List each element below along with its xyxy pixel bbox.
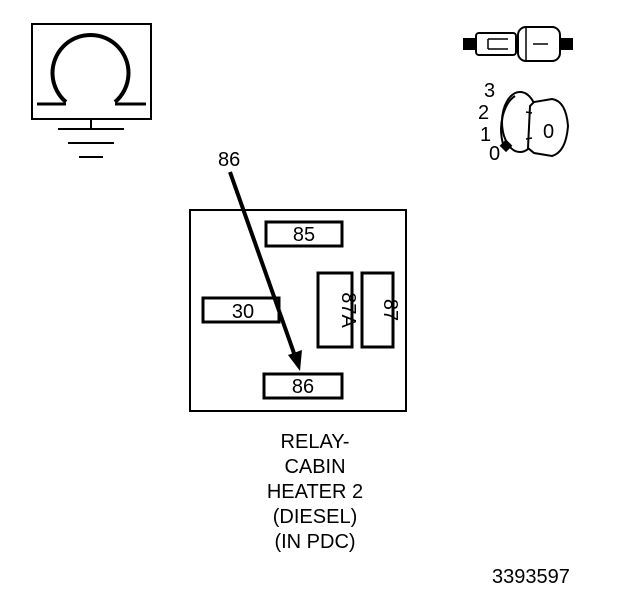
pin-87: 87 <box>360 271 401 349</box>
caption-line-4: (DIESEL) <box>272 506 358 528</box>
caption-line-5: (IN PDC) <box>274 531 356 553</box>
arrow-icon <box>228 171 302 371</box>
ignition-position-0: 0 <box>489 143 500 165</box>
pin-30: 30 <box>201 296 281 324</box>
ignition-position-1: 1 <box>480 124 491 146</box>
pin-86: 86 <box>262 372 344 400</box>
caption-line-3: HEATER 2 <box>266 481 364 503</box>
pin-85-label: 85 <box>293 224 315 246</box>
ground-ohm-symbol-icon <box>31 23 152 158</box>
caption-line-2: CABIN <box>284 456 346 478</box>
pin-87-label: 87 <box>379 299 401 321</box>
pin-87a-label: 87A <box>337 292 359 328</box>
pin-86-label: 86 <box>292 376 314 398</box>
ignition-position-2: 2 <box>478 102 489 124</box>
connector-icon <box>463 26 573 62</box>
key-position-label: 0 <box>543 121 554 143</box>
pin-85: 85 <box>264 220 344 248</box>
ignition-position-3: 3 <box>484 80 495 102</box>
pin-87a: 87A <box>316 271 359 349</box>
caption-line-1: RELAY- <box>280 431 350 453</box>
ignition-key-icon: 0 3 2 1 0 <box>478 80 570 165</box>
pin-30-label: 30 <box>232 301 254 323</box>
figure-number: 3393597 <box>492 566 570 588</box>
pin-86-callout: 86 <box>218 149 240 171</box>
